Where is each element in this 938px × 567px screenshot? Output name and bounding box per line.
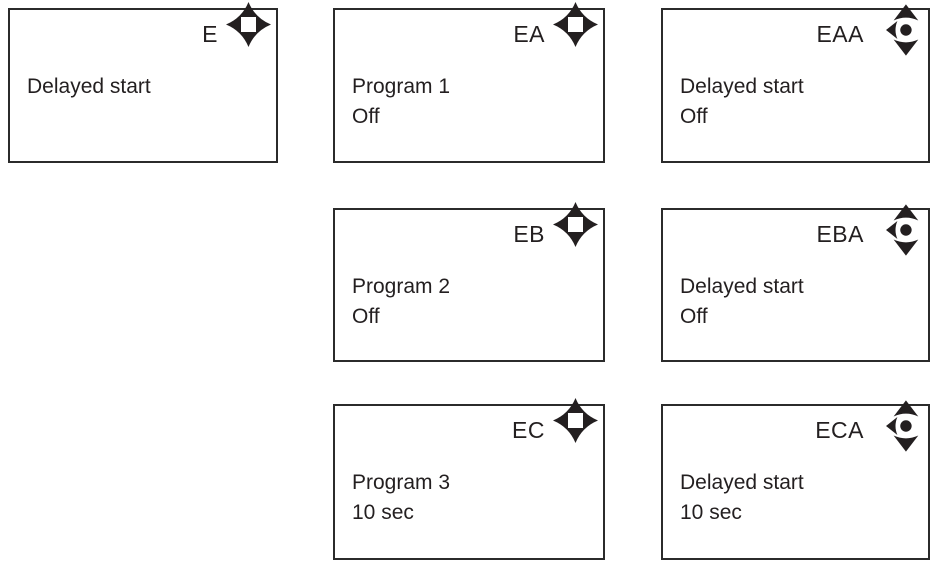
screen-eaa-body: Delayed start Off xyxy=(680,72,804,132)
menu-line: Delayed start xyxy=(680,471,804,494)
screen-eb: EB Program 2 Off xyxy=(333,202,605,362)
menu-value: Off xyxy=(680,305,708,328)
menu-line: Program 2 xyxy=(352,275,451,298)
screen-eaa: EAA Delayed start Off xyxy=(661,4,930,163)
menu-value: Off xyxy=(680,105,708,128)
screen-ec-body: Program 3 10 sec xyxy=(352,468,450,528)
screen-eb-body: Program 2 Off xyxy=(352,272,450,332)
screen-eba-label: EBA xyxy=(816,221,864,247)
screen-eb-label: EB xyxy=(513,221,545,247)
nav-updown-left-dot-icon xyxy=(886,4,924,56)
screen-eba: EBA Delayed start Off xyxy=(661,204,930,362)
menu-line: Delayed start xyxy=(27,75,151,98)
screen-ec-label: EC xyxy=(512,417,545,443)
menu-value: 10 sec xyxy=(680,501,742,524)
screen-e-body: Delayed start xyxy=(27,72,151,102)
screen-ea-body: Program 1 Off xyxy=(352,72,450,132)
menu-value: Off xyxy=(352,105,380,128)
nav-updown-left-dot-icon xyxy=(886,204,924,256)
screen-ea: EA Program 1 Off xyxy=(333,2,605,163)
menu-line: Program 3 xyxy=(352,471,451,494)
menu-line: Delayed start xyxy=(680,75,804,98)
nav-pad-full-icon xyxy=(553,2,598,47)
nav-updown-left-dot-icon xyxy=(886,400,924,452)
screen-eca: ECA Delayed start 10 sec xyxy=(661,400,930,560)
screen-eaa-label: EAA xyxy=(816,21,864,47)
screen-eca-body: Delayed start 10 sec xyxy=(680,468,804,528)
screen-ec: EC Program 3 10 sec xyxy=(333,398,605,560)
nav-pad-full-icon xyxy=(553,202,598,247)
screen-ea-label: EA xyxy=(513,21,545,47)
menu-line: Program 1 xyxy=(352,75,451,98)
screen-e-label: E xyxy=(202,21,218,47)
menu-value: Off xyxy=(352,305,380,328)
screen-e: E Delayed start xyxy=(8,2,278,163)
nav-pad-full-icon xyxy=(553,398,598,443)
menu-line: Delayed start xyxy=(680,275,804,298)
screen-eba-body: Delayed start Off xyxy=(680,272,804,332)
screen-eca-label: ECA xyxy=(815,417,864,443)
menu-value: 10 sec xyxy=(352,501,414,524)
nav-pad-full-icon xyxy=(226,2,271,47)
